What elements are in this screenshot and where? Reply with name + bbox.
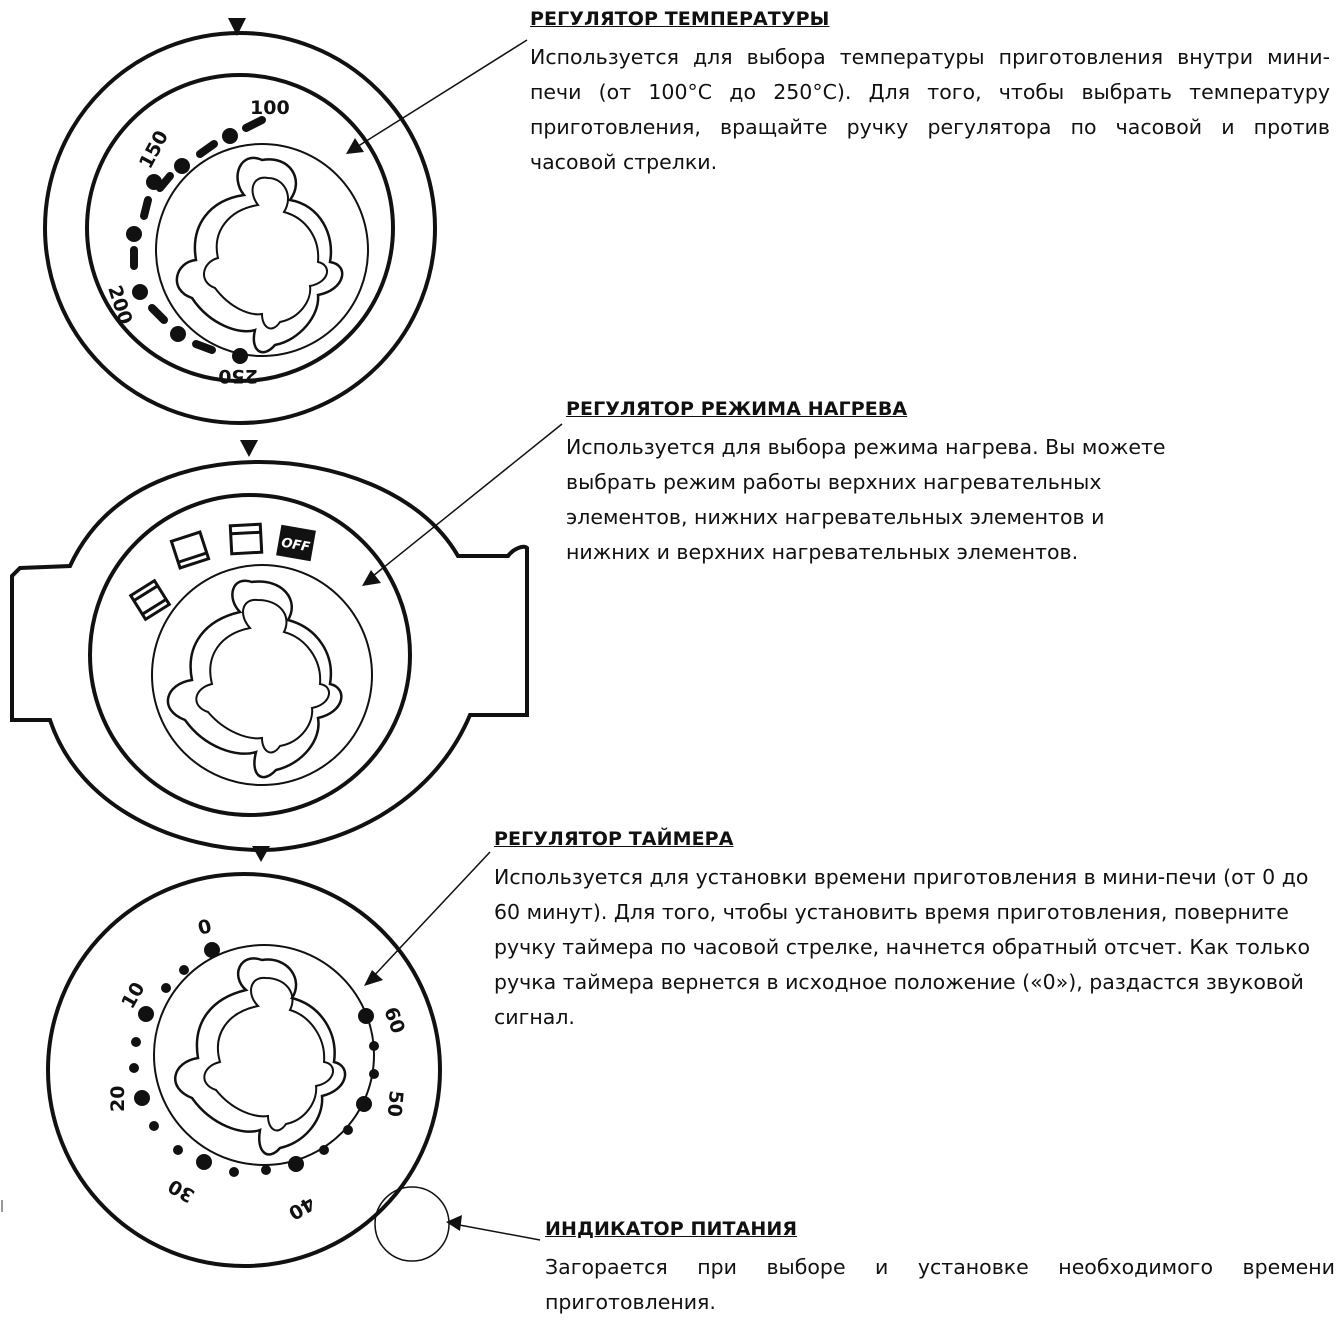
power-title: ИНДИКАТОР ПИТАНИЯ	[545, 1218, 798, 1240]
scale-dot	[170, 326, 186, 342]
timer-leader-line	[369, 851, 491, 981]
power-arrowhead-icon	[446, 1215, 462, 1231]
power-indicator-lamp	[374, 1186, 450, 1262]
scale-dot-large	[134, 1090, 150, 1106]
mode-description: Используется для выбора режима нагрева. …	[566, 435, 1166, 564]
scale-dot	[161, 983, 171, 993]
temperature-arrowhead-icon	[346, 138, 364, 154]
mode-pointer-icon	[240, 440, 258, 457]
scale-dash	[148, 304, 168, 324]
timer-label-0: 0	[196, 915, 214, 940]
mode-title: РЕГУЛЯТОР РЕЖИМА НАГРЕВА	[566, 398, 908, 420]
timer-knob-base	[153, 944, 375, 1166]
mode-off-icon: OFF	[276, 524, 316, 562]
temperature-knob-base	[155, 143, 369, 357]
timer-dial: 0 10 20 30 40 50 60	[46, 846, 442, 1268]
scale-dot-large	[356, 1096, 372, 1112]
timer-section: РЕГУЛЯТОР ТАЙМЕРА Используется для устан…	[494, 828, 1314, 1035]
mode-leader-line	[367, 423, 563, 581]
mode-arrowhead-icon	[362, 570, 381, 586]
mode-dial-inner-ring	[88, 493, 412, 817]
scale-dot	[126, 226, 142, 242]
scale-dot-large	[358, 1008, 374, 1024]
timer-label-50: 50	[383, 1090, 407, 1118]
temperature-label-150: 150	[135, 127, 173, 172]
scale-dot	[232, 348, 248, 364]
timer-label-40: 40	[285, 1192, 319, 1224]
power-description: Загорается при выборе и установке необхо…	[545, 1255, 1335, 1314]
scale-dot	[132, 284, 148, 300]
scale-dot	[261, 1165, 271, 1175]
temperature-title: РЕГУЛЯТОР ТЕМПЕРАТУРЫ	[530, 8, 830, 30]
timer-label-20: 20	[107, 1086, 129, 1112]
timer-label-30: 30	[165, 1174, 199, 1206]
temperature-pointer-icon	[228, 18, 246, 36]
timer-label-60: 60	[379, 1004, 409, 1036]
leader-lines	[346, 39, 563, 1241]
timer-pointer-icon	[252, 846, 270, 862]
temperature-leader-line	[351, 39, 528, 151]
scale-dash	[192, 340, 216, 354]
scale-dot-large	[196, 1154, 212, 1170]
temperature-dial-inner-ring	[85, 73, 395, 383]
scale-dot-large	[138, 1006, 154, 1022]
timer-description: Используется для установки времени приго…	[494, 865, 1311, 1029]
temperature-knob-inner-icon	[203, 176, 328, 330]
mode-bottom-element-icon	[169, 530, 211, 570]
power-section: ИНДИКАТОР ПИТАНИЯ Загорается при выборе …	[545, 1218, 1335, 1320]
mode-knob-base	[151, 564, 373, 786]
scale-dash	[156, 172, 174, 192]
mode-off-label: OFF	[280, 536, 311, 556]
power-leader-line	[453, 1223, 541, 1241]
temperature-description: Используется для выбора температуры приг…	[530, 45, 1330, 174]
timer-knob-icon	[174, 957, 347, 1156]
scale-dash	[196, 140, 218, 158]
scale-dot	[222, 128, 238, 144]
mode-knob-icon	[166, 579, 343, 779]
scale-dot-large	[288, 1156, 304, 1172]
temperature-scale	[126, 116, 266, 364]
scale-dot	[319, 1145, 329, 1155]
scale-dot	[149, 1121, 159, 1131]
timer-scale	[129, 942, 379, 1177]
mode-both-elements-icon	[128, 578, 172, 622]
mode-section: РЕГУЛЯТОР РЕЖИМА НАГРЕВА Используется дл…	[566, 398, 1166, 570]
scale-dot	[369, 1041, 379, 1051]
mode-knob-inner-icon	[195, 598, 330, 754]
scale-dot-large	[204, 942, 220, 958]
mode-dial: OFF	[10, 440, 529, 853]
scale-dot	[343, 1125, 353, 1135]
timer-arrowhead-icon	[364, 970, 383, 986]
scale-dash	[140, 196, 152, 220]
mode-dial-housing	[10, 459, 529, 853]
scale-dot	[369, 1069, 379, 1079]
scale-dash	[242, 116, 266, 132]
timer-dial-outer-ring	[46, 872, 442, 1268]
scale-dot	[174, 158, 190, 174]
scale-dot	[173, 1145, 183, 1155]
scale-dot	[146, 174, 162, 190]
temperature-dial: 100 150 200 250	[43, 18, 437, 425]
temperature-dial-outer-ring	[43, 31, 437, 425]
scale-dot	[131, 1037, 141, 1047]
timer-title: РЕГУЛЯТОР ТАЙМЕРА	[494, 828, 734, 850]
mode-symbols: OFF	[128, 522, 316, 622]
temperature-section: РЕГУЛЯТОР ТЕМПЕРАТУРЫ Используется для в…	[530, 8, 1330, 180]
temperature-label-250: 250	[218, 365, 258, 387]
control-panel-diagram: 100 150 200 250	[1, 18, 563, 1268]
temperature-knob-icon	[175, 156, 344, 354]
scale-dot	[229, 1167, 239, 1177]
scale-dot	[129, 1063, 139, 1073]
mode-top-element-icon	[228, 522, 264, 556]
temperature-label-100: 100	[250, 97, 290, 119]
scale-dot	[179, 965, 189, 975]
timer-knob-inner-icon	[203, 976, 334, 1132]
